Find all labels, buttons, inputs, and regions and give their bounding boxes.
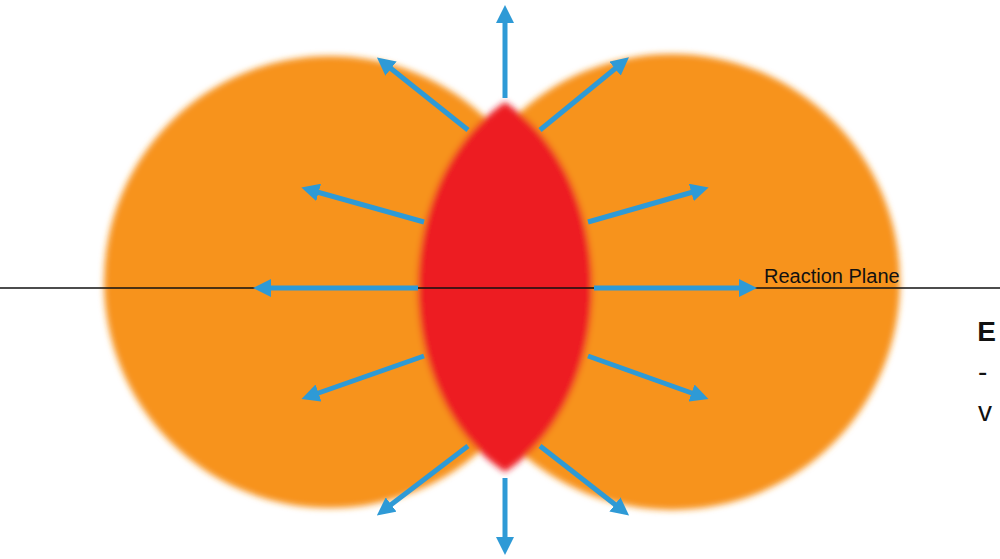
cut-off-heading: E (977, 318, 996, 346)
reaction-plane-line (0, 287, 1000, 289)
plane-label: Reaction Plane (764, 266, 900, 286)
overlap-region (418, 102, 592, 472)
nuclei (104, 54, 900, 510)
flow-arrows (262, 14, 748, 546)
cut-off-text: - (978, 358, 987, 386)
cut-off-text: v (978, 398, 992, 426)
